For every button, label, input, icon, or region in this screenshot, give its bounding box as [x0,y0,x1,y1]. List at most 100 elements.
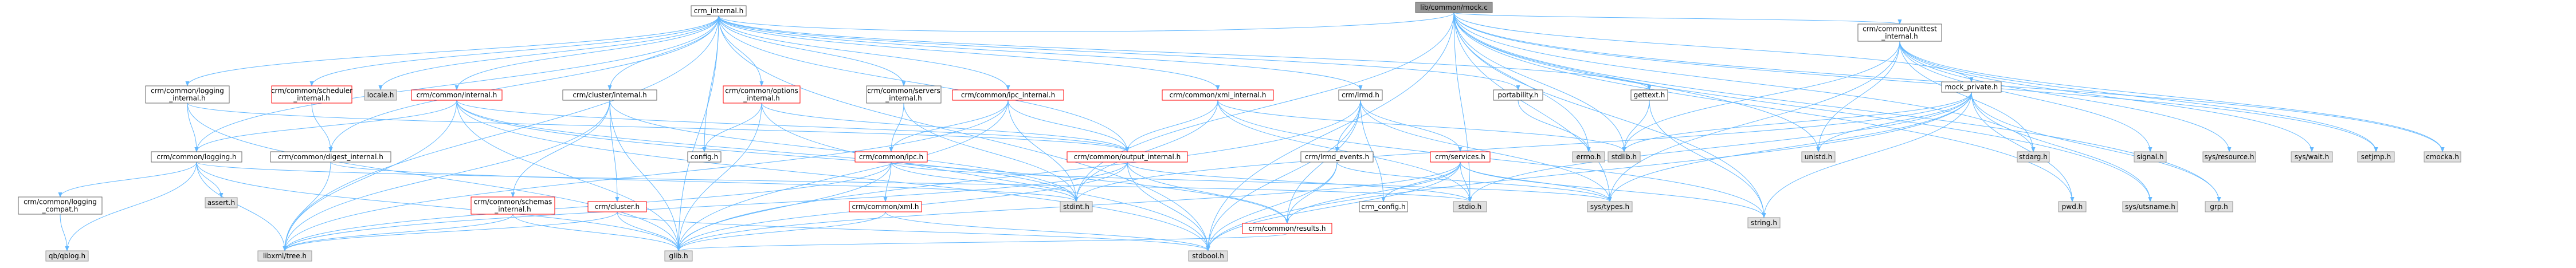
node-services[interactable]: crm/services.h [1430,151,1491,163]
node-label: _internal.h [885,94,922,103]
node-box [145,85,230,104]
edge-crm_internal-to-ipc_internal [718,15,1010,90]
nodes-layer: lib/common/mock.c crm_internal.h crm/commo… [18,2,2461,262]
edge-crm_internal-to-locale [378,15,719,90]
node-config[interactable]: config.h [687,151,722,163]
node-box [1338,89,1383,101]
node-label: string.h [1751,219,1777,227]
edge-unittest_internal-to-sys_wait [1899,41,2314,152]
node-box [270,151,391,163]
node-output-internal[interactable]: crm/common/output_internal.h [1067,151,1188,163]
node-logging-compat[interactable]: crm/common/logging_compat.h [18,196,103,215]
node-label: mock_private.h [1945,83,1998,91]
node-box [1572,151,1605,163]
edge-ipc_internal-to-stdint [1007,100,1079,202]
node-label: signal.h [2137,153,2164,161]
node-digest-internal[interactable]: crm/common/digest_internal.h [270,151,391,163]
edge-logging_internal-to-logging [187,103,199,152]
node-lrmd-events[interactable]: crm/lrmd_events.h [1300,151,1374,163]
node-box [1941,81,2002,93]
node-stdio: stdio.h [1453,201,1487,212]
node-xml[interactable]: crm/common/xml.h [849,201,922,212]
node-box [1747,217,1781,228]
edge-results-to-glib [677,233,1288,251]
edge-schemas_internal-to-glib [512,214,681,251]
node-box [1607,151,1641,163]
node-label: crm/common/xml_internal.h [1170,91,1267,99]
node-unittest-internal[interactable]: crm/common/unittest_internal.h [1857,23,1942,42]
node-logging[interactable]: crm/common/logging.h [151,151,242,163]
node-box [587,201,647,212]
edge-unittest_internal-to-setjmp [1899,41,2378,152]
node-box [151,151,242,163]
node-label: qb/qblog.h [49,252,85,260]
node-setjmp: setjmp.h [2357,151,2395,163]
edge-unittest_internal-to-sys_types [1607,41,1900,202]
node-options-internal[interactable]: crm/common/options_internal.h [723,85,801,104]
node-box [1300,151,1374,163]
node-box [364,89,397,101]
node-crm-config[interactable]: crm_config.h [1359,201,1408,212]
edge-root-to-grp [1453,12,2221,202]
edge-output_internal-to-results [1127,161,1289,224]
node-label: sys/utsname.h [2125,203,2175,211]
node-servers-internal[interactable]: crm/common/servers_internal.h [866,85,942,104]
edge-crm_internal-to-logging [194,15,719,152]
node-results[interactable]: crm/common/results.h [1242,223,1332,234]
node-box [2134,151,2167,163]
node-box [866,85,942,104]
edge-lrmd-to-stdbool [1206,100,1361,251]
node-mock-private[interactable]: mock_private.h [1941,81,2002,93]
node-label: crm/common/ipc_internal.h [961,91,1055,99]
node-box [562,89,657,101]
node-box [664,250,693,262]
edge-portability-to-errno [1518,100,1591,152]
node-root[interactable]: lib/common/mock.c [1415,2,1493,13]
node-cluster[interactable]: crm/cluster.h [587,201,647,212]
node-grp: grp.h [2205,201,2233,212]
node-locale: locale.h [364,89,397,101]
node-label: unistd.h [1805,153,1833,161]
node-ipc[interactable]: crm/common/ipc.h [854,151,928,163]
edge-gettext-to-string [1649,100,1766,218]
node-lrmd[interactable]: crm/lrmd.h [1338,89,1383,101]
edge-cluster_internal-to-cluster [609,100,620,202]
node-crm-internal[interactable]: crm_internal.h [691,5,747,17]
edge-unittest_internal-to-signal [1899,41,2152,152]
edge-crm_internal-to-libxml_tree [283,15,719,251]
node-cluster-internal[interactable]: crm/cluster/internal.h [562,89,657,101]
node-common-internal[interactable]: crm/common/internal.h [411,89,503,101]
node-box [45,250,89,262]
edge-options_internal-to-config [702,103,762,152]
node-label: assert.h [207,199,235,207]
edge-crm_internal-to-logging_internal [185,15,719,86]
node-xml-internal[interactable]: crm/common/xml_internal.h [1162,89,1274,101]
node-label: locale.h [367,91,394,99]
edge-unittest_internal-to-stdlib [1622,41,1900,152]
node-box [1453,201,1487,212]
node-portability[interactable]: portability.h [1493,89,1543,101]
node-label: stdbool.h [1192,252,1224,260]
edge-digest_internal-to-stdint [330,161,1079,202]
node-label: stdarg.h [2019,153,2048,161]
node-ipc-internal[interactable]: crm/common/ipc_internal.h [952,89,1064,101]
node-label: config.h [691,153,718,161]
edge-crm_internal-to-glib [676,15,719,251]
node-schemas-internal[interactable]: crm/common/schemas_internal.h [470,196,555,215]
node-label: stdlib.h [1612,153,1637,161]
node-label: gettext.h [1634,91,1665,99]
edge-mock_private-to-string [1762,92,1972,218]
edge-common_internal-to-libxml_tree [283,100,457,251]
node-logging-internal[interactable]: crm/common/logging_internal.h [145,85,230,104]
node-gettext[interactable]: gettext.h [1630,89,1668,101]
edge-xml_internal-to-string [1217,100,1766,218]
edge-common_internal-to-stdint [456,100,1079,202]
edge-mock_private-to-stdbool [1206,92,1972,251]
edge-unittest_internal-to-cmocka [1899,41,2445,152]
node-errno: errno.h [1572,151,1605,163]
node-scheduler-internal[interactable]: crm/common/scheduler_internal.h [271,85,352,104]
node-box [1801,151,1836,163]
edge-root-to-string [1453,12,1766,218]
node-box [1067,151,1188,163]
